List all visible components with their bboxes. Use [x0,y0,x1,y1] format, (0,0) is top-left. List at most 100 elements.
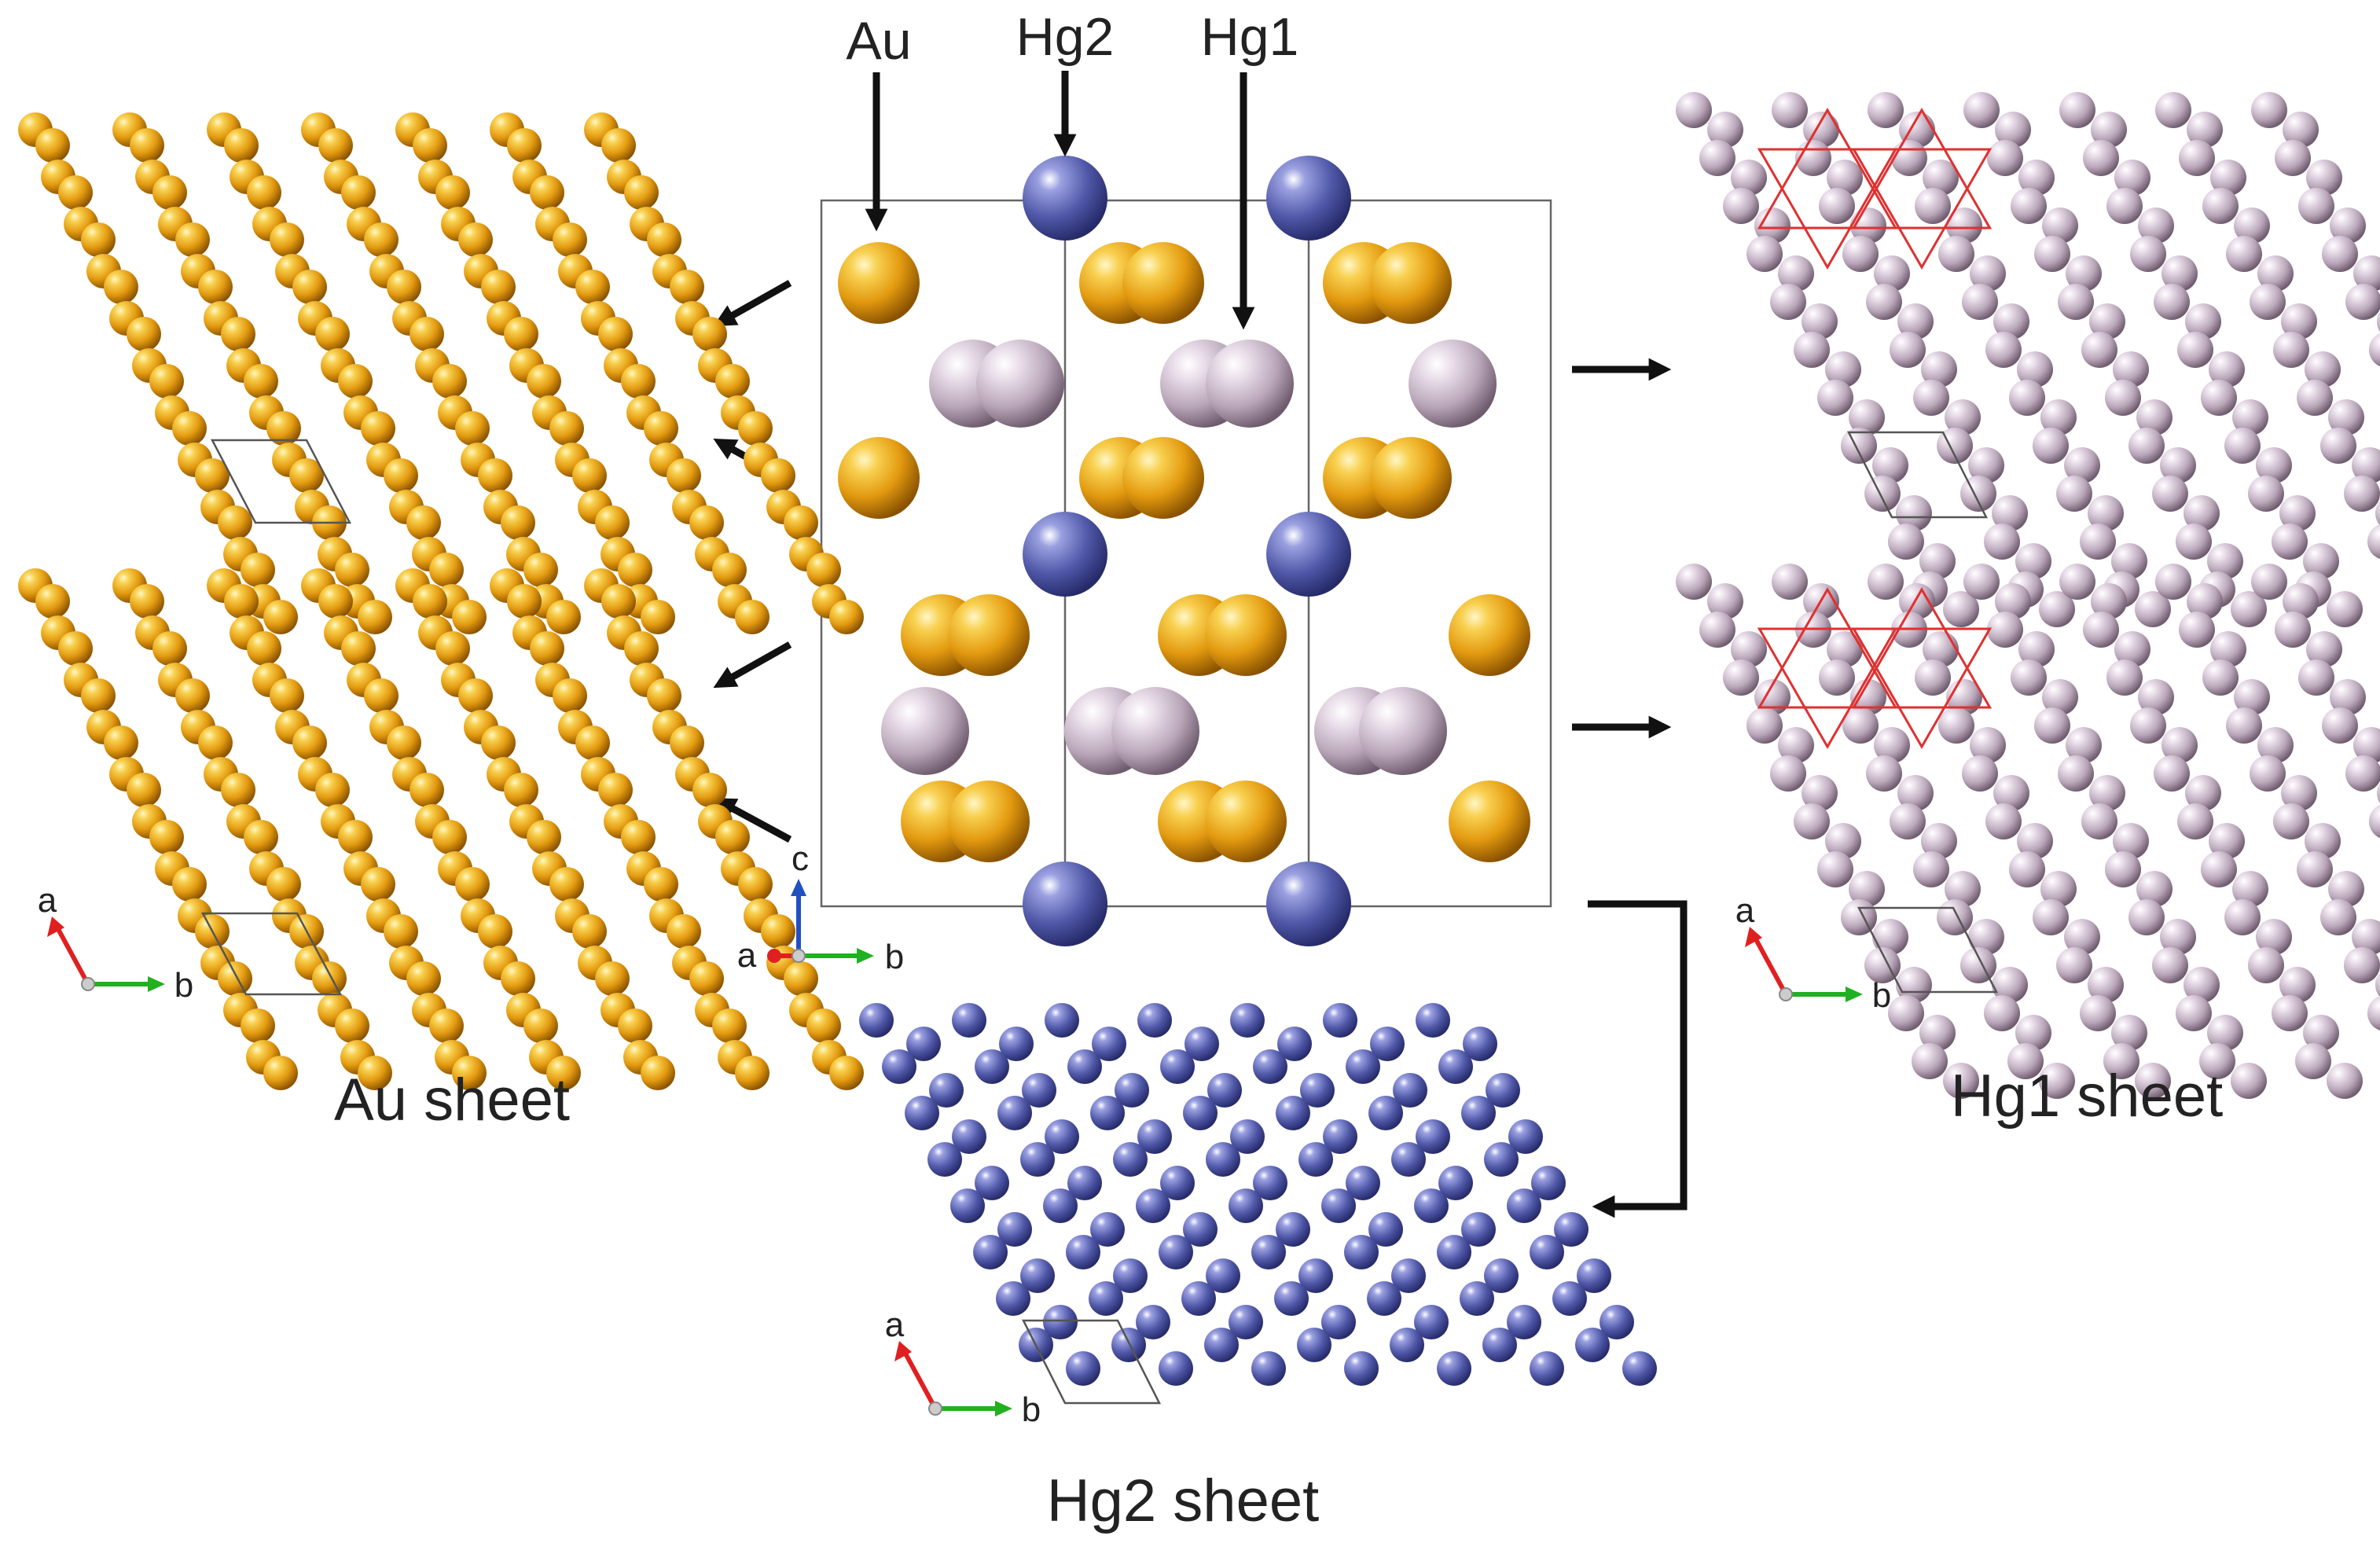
hg1-atom [1868,92,1904,128]
au-atom [221,773,255,807]
hg1-atom [2353,727,2380,763]
hg1-atom [1960,947,1996,983]
au-atom [81,678,116,713]
hg1-atom [1943,591,1979,627]
au-atom [838,242,920,324]
au-atom [715,364,750,399]
hg1-atom [1849,399,1885,435]
hg1-atom [2105,851,2141,887]
sheet-label-hg2: Hg2 sheet [1047,1468,1319,1534]
hg2-atom [1323,1119,1357,1154]
hg2-atom [1460,1281,1494,1316]
hg1-atom [2273,803,2309,839]
hg2-atom [1090,1096,1125,1130]
hg1-atom [1921,351,1957,388]
hg1-atom [2234,208,2270,244]
hg1-atom [2251,564,2287,600]
hg1-atom [2056,476,2092,512]
hg1-atom [1723,188,1759,224]
hg1-atom [1802,775,1838,811]
hg1-atom [2039,591,2075,627]
hg2-atom [1346,1166,1380,1200]
hg1-atom [2330,679,2366,715]
au-atom [504,317,538,351]
hg1-atom [1890,332,1926,368]
arrow-to-hg2-sheet [1588,900,1688,1218]
au-atom [670,726,704,760]
au-atom [549,411,584,446]
hg1-atom [1868,564,1904,600]
au-atom [263,600,298,634]
hg2-atom [1266,156,1351,241]
hg1-atom [2081,332,2117,368]
hg1-atom [1841,899,1877,935]
hg1-atom [1992,967,2028,1003]
hg2-atom [1022,1073,1056,1108]
hg1-atom [1888,524,1924,560]
hg2-atom [1159,1235,1193,1269]
hg2-atom [1482,1328,1517,1362]
au-atom [829,600,864,634]
hg1-atom [1897,775,1934,811]
au-atom [948,594,1030,676]
hg1-atom [1676,92,1712,128]
hg1-atom [1819,188,1855,224]
hg2-atom [1344,1235,1379,1269]
au-atom [452,1056,487,1090]
au-atom [761,458,795,493]
hg2-atom [1137,1119,1172,1154]
axis-label-b: b [1022,1391,1041,1429]
hg1-atom [2375,972,2380,997]
au-atom [81,222,116,257]
au-atom [244,820,278,854]
au-sheet-bottom [18,568,864,1090]
au-atom [621,364,656,399]
hg1-atom [1872,919,1908,955]
hg1-atom [2201,380,2237,416]
hg1-atom [2128,899,2165,935]
hg2-atom [1298,1142,1333,1177]
hg2-atom [1575,1328,1610,1362]
hg1-atom [2250,284,2286,320]
hg1-atom [2015,543,2051,579]
axes-triad-hg1: ab [1735,891,1891,1015]
element-label-hg2: Hg2 [1016,7,1115,67]
au-atom [384,914,418,949]
hg2-atom [1277,1027,1312,1061]
hg1-atom [2352,919,2380,955]
au-atom [738,411,773,446]
hg1-atom [1960,476,1996,512]
hg2-atom [1137,1003,1172,1038]
hg2-atom [1251,1351,1286,1386]
hg1-atom [2059,92,2095,128]
au-atom [1205,594,1287,676]
au-atom [527,364,561,399]
hg1-atom [1890,803,1926,839]
hg2-atom [1023,861,1107,946]
au-atom [546,1056,581,1090]
hg2-atom [1266,861,1351,946]
hg2-atom [1437,1351,1471,1386]
hg1-atom [2009,380,2045,416]
hg1-atom [1993,775,2029,811]
au-atom [152,175,187,210]
hg1-atom [2306,631,2342,667]
hg2-atom [1066,1235,1100,1269]
au-atom [1370,437,1452,519]
au-atom [598,317,633,351]
element-pointers: Au Hg2 Hg1 [846,7,1298,330]
au-atom [413,128,447,163]
hg1-atom [2179,140,2215,176]
hg1-atom [1778,727,1814,763]
hg2-atom [1159,1351,1193,1386]
hg1-atom [2298,188,2334,224]
hg1-atom [2306,160,2342,196]
hg1-atom [1987,140,2023,176]
axis-label-b: b [1872,976,1891,1015]
hg2-atom [927,1142,962,1177]
hg1-atom [2161,255,2198,292]
hg1-atom [1993,303,2029,340]
hg2-atom [1230,1003,1265,1038]
hg2-atom [1437,1235,1471,1269]
hg1-atom [2177,332,2213,368]
